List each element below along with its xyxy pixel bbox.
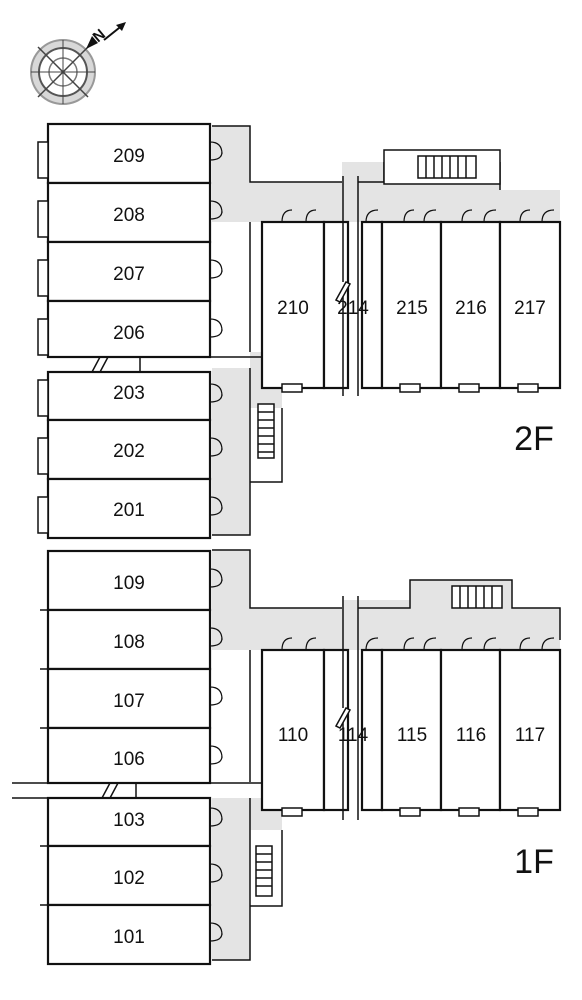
unit-102: 102: [113, 868, 145, 889]
unit-114: 114: [338, 725, 369, 746]
unit-207: 207: [113, 264, 145, 285]
unit-216: 216: [455, 298, 487, 319]
unit-210: 210: [277, 298, 309, 319]
unit-215: 215: [396, 298, 428, 319]
stairs-2f-west: [257, 403, 275, 459]
unit-214: 214: [337, 298, 369, 319]
break-line-2f-west: [48, 356, 262, 373]
stairs-1f-west: [255, 845, 273, 897]
unit-117: 117: [515, 725, 545, 746]
floor-2f: 209 208 207 206 203 202 201 210 214 215 …: [37, 122, 562, 540]
floor-label-2f: 2F: [514, 420, 554, 458]
unit-110: 110: [278, 725, 308, 746]
unit-106: 106: [113, 749, 145, 770]
corridor-1f: [212, 550, 560, 960]
unit-208: 208: [113, 205, 145, 226]
units-2f-east: [260, 220, 562, 390]
unit-101: 101: [113, 927, 145, 948]
corridor-2f: [212, 126, 560, 535]
floor-label-1f: 1F: [514, 843, 554, 881]
unit-115: 115: [397, 725, 427, 746]
break-line-1f-west: [12, 782, 262, 799]
units-1f-west: [46, 549, 212, 966]
unit-108: 108: [113, 632, 145, 653]
units-1f-east: [260, 648, 562, 812]
unit-206: 206: [113, 323, 145, 344]
unit-217: 217: [514, 298, 546, 319]
unit-103: 103: [113, 810, 145, 831]
floor-1f: 109 108 107 106 103 102 101 110 114 115 …: [12, 549, 562, 966]
unit-116: 116: [456, 725, 486, 746]
stairs-1f-north: [451, 585, 503, 609]
unit-202: 202: [113, 441, 145, 462]
units-2f-west: [46, 122, 212, 540]
unit-203: 203: [113, 383, 145, 404]
unit-209: 209: [113, 146, 145, 167]
compass-icon: N: [30, 22, 126, 105]
unit-109: 109: [113, 573, 145, 594]
unit-107: 107: [113, 691, 145, 712]
unit-201: 201: [113, 500, 145, 521]
